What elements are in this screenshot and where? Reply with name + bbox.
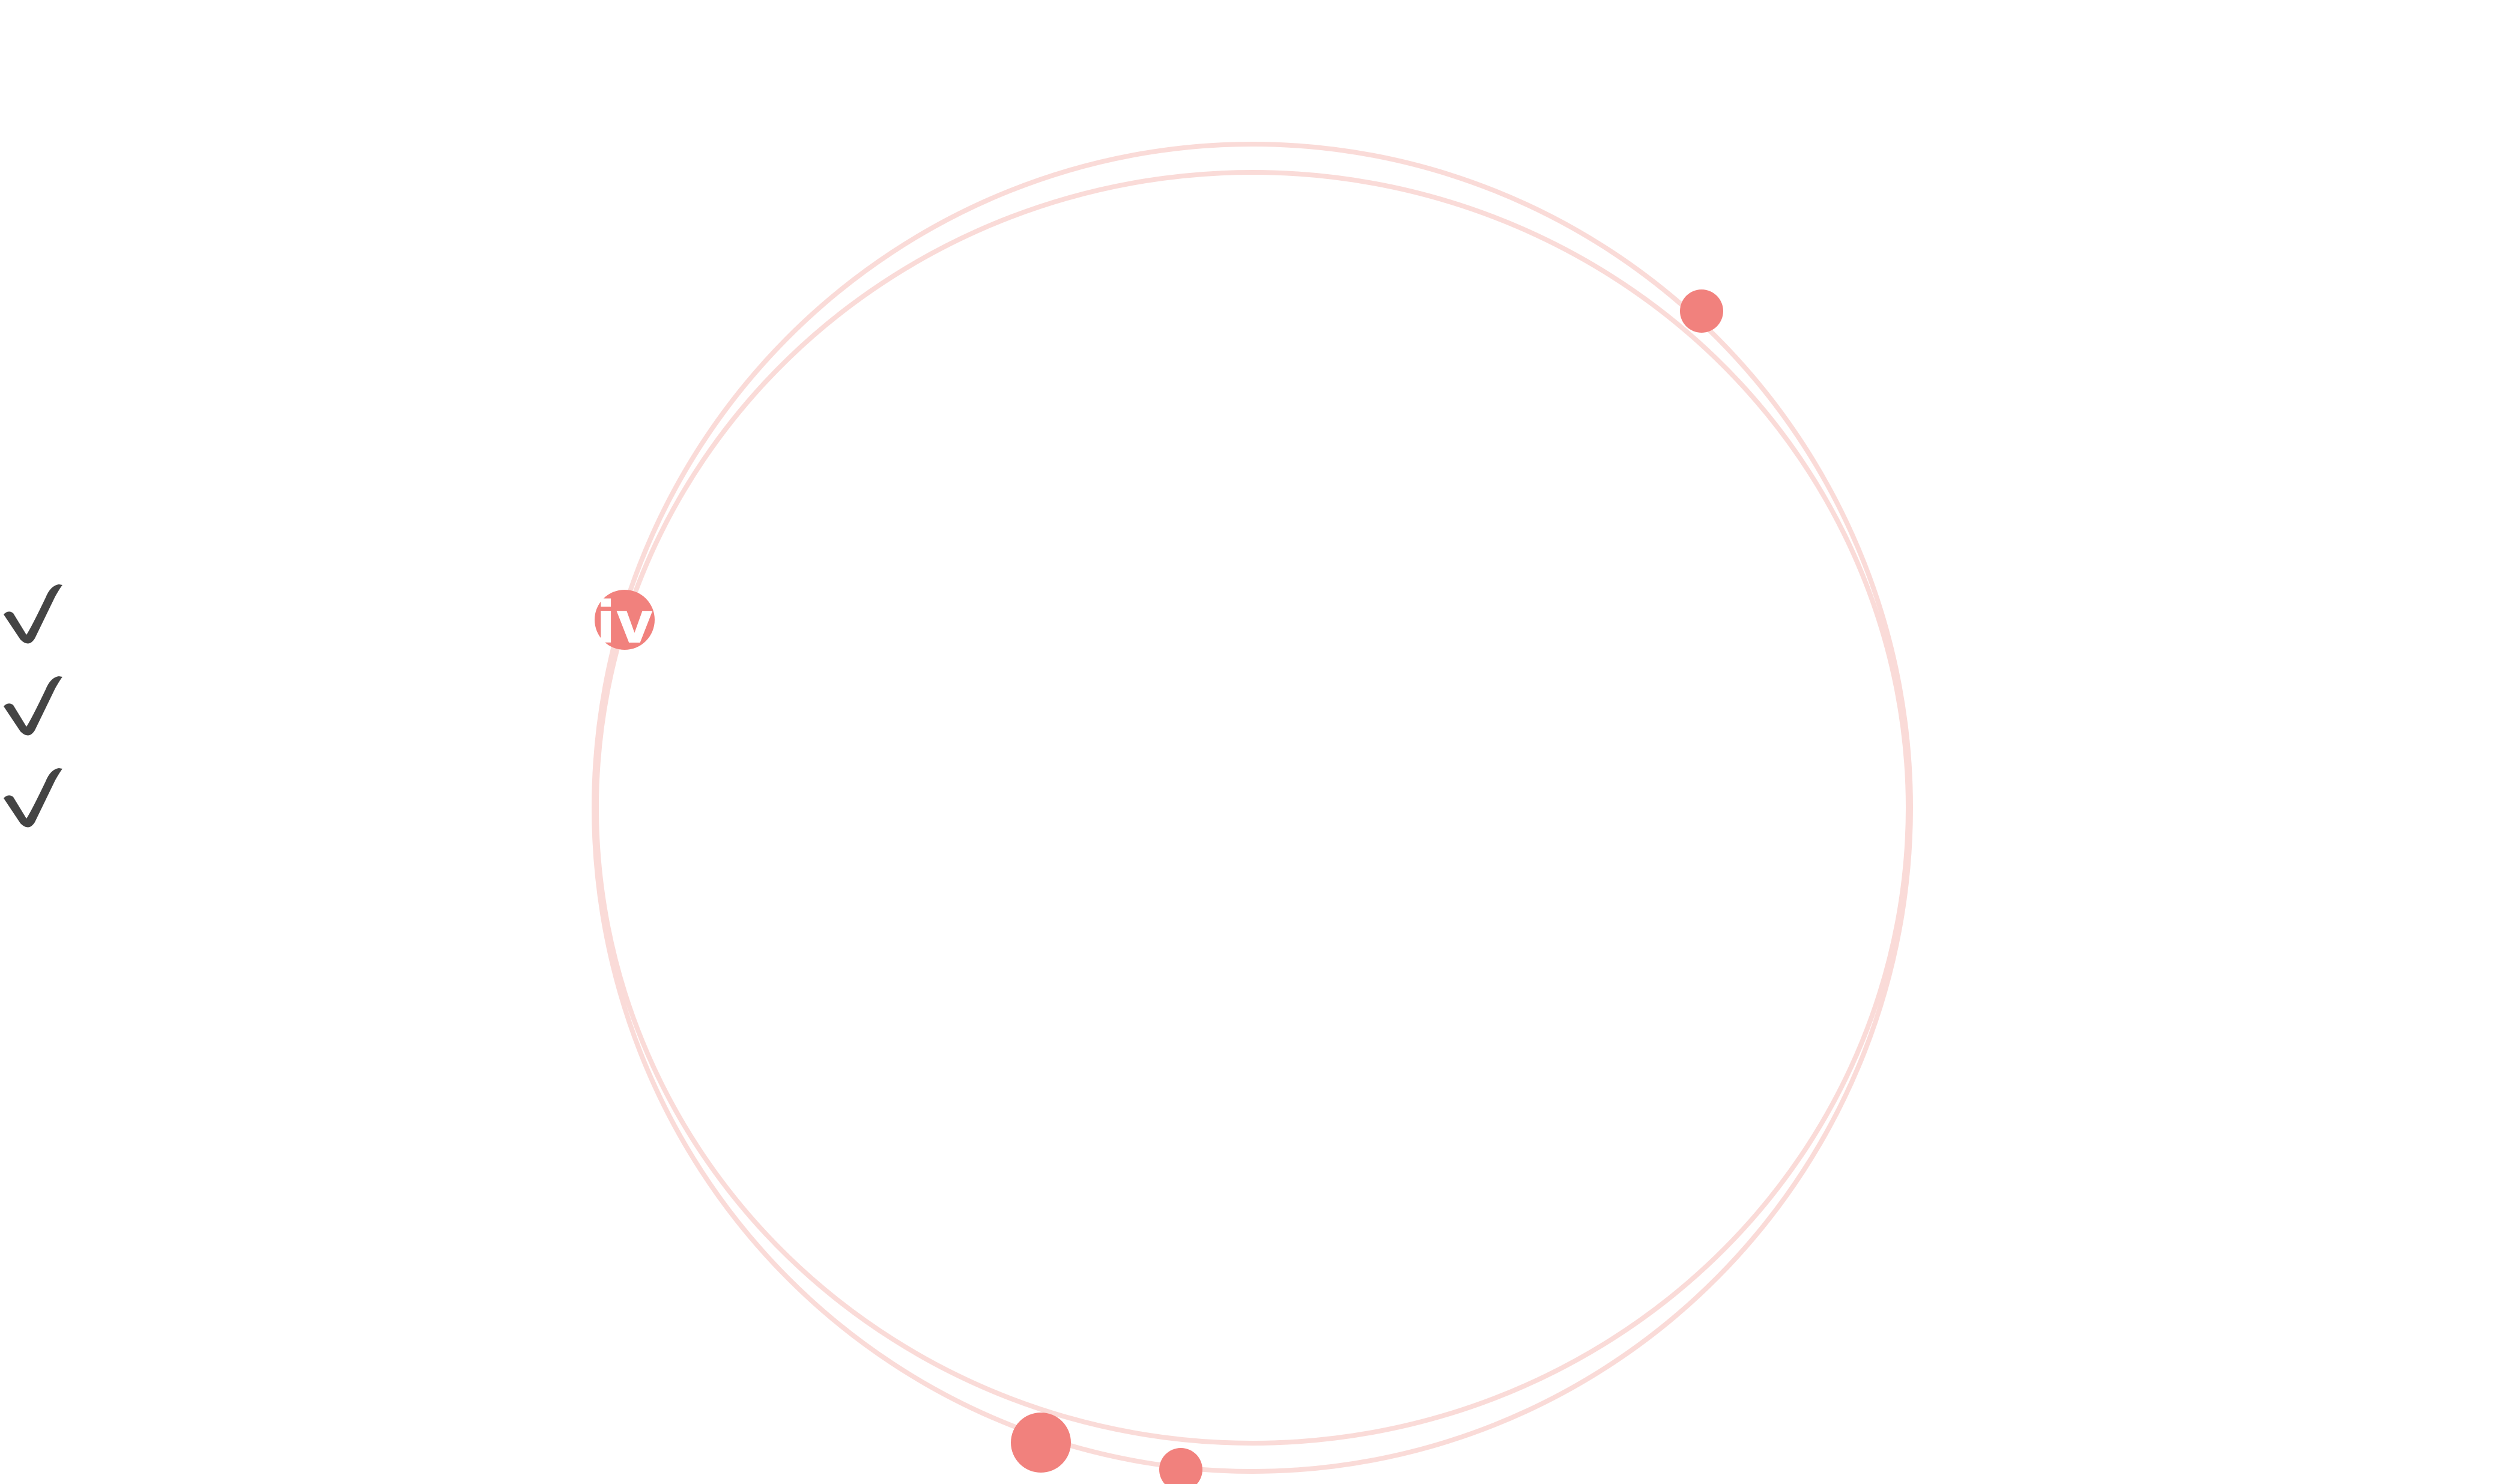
orbit-badge: iv: [595, 589, 655, 656]
checklist-item: [0, 580, 78, 671]
checklist-item: [0, 763, 78, 855]
check-icon: [4, 676, 62, 736]
check-icon: [4, 768, 62, 828]
orbit-dot-top-right: [1680, 289, 1723, 333]
check-icon: [4, 584, 62, 644]
orbit-dot-bottom-large: [1011, 1413, 1071, 1473]
outer-ring: [592, 142, 1913, 1474]
inner-ring: [594, 170, 1911, 1446]
orbit-badge-label: iv: [596, 589, 653, 656]
checklist-item: [0, 671, 78, 763]
orbit-dot-bottom-small: [1159, 1448, 1202, 1484]
checklist: [0, 580, 78, 855]
